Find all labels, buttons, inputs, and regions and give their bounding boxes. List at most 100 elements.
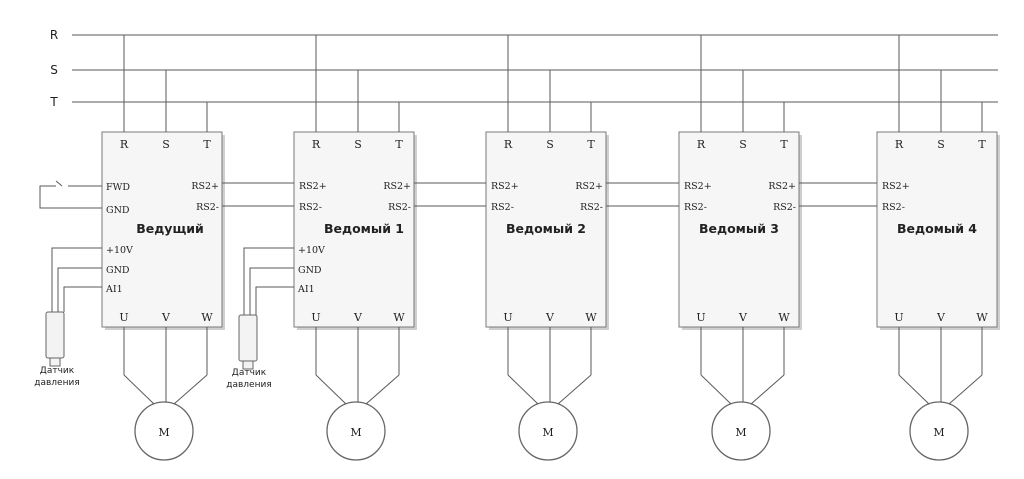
terminal-w: W <box>393 311 405 324</box>
terminal-s: S <box>546 138 554 151</box>
motor-label: M <box>735 426 746 439</box>
motor-label: M <box>542 426 553 439</box>
sensor-wire-gnd <box>57 267 102 312</box>
bus-label-t: T <box>49 95 58 109</box>
drive-title: Ведущий <box>136 221 204 236</box>
terminal-v: V <box>936 311 946 324</box>
gnd-wire <box>39 185 102 209</box>
pressure-sensor-slave-1 <box>238 314 258 370</box>
terminal-w: W <box>585 311 597 324</box>
terminal-w: W <box>976 311 988 324</box>
motor-wire-u <box>898 374 930 405</box>
drive-slave-1 <box>293 131 417 461</box>
terminal-rs2-plus: RS2+ <box>491 181 519 192</box>
terminal-fwd: FWD <box>106 182 130 193</box>
sensor-connector <box>242 360 254 370</box>
sensor-label-master: Датчик <box>40 366 75 376</box>
drive-title: Ведомый 3 <box>699 221 779 236</box>
pressure-sensor-master <box>45 311 65 367</box>
terminal-rs2-minus: RS2- <box>196 202 219 213</box>
motor-wire-u <box>123 374 155 405</box>
sensor-body <box>45 311 65 359</box>
terminal-rs2-plus: RS2+ <box>684 181 712 192</box>
motor-wire-w <box>750 374 785 405</box>
terminal-rs2-minus: RS2- <box>580 202 603 213</box>
drive-slave-3 <box>678 131 802 461</box>
sensor-label-master: давления <box>34 378 79 388</box>
terminal-t: T <box>395 138 403 151</box>
drive-box <box>485 131 607 328</box>
terminal-v: V <box>353 311 363 324</box>
sensor-wire-10v <box>243 247 294 315</box>
motor <box>518 401 578 461</box>
terminal-rs2-plus: RS2+ <box>191 181 219 192</box>
drive-slave-2 <box>485 131 609 461</box>
terminal-s: S <box>739 138 747 151</box>
drive-box <box>293 131 415 328</box>
terminal-rs2-minus: RS2- <box>773 202 796 213</box>
terminal-rs2-plus: RS2+ <box>768 181 796 192</box>
motor-label: M <box>350 426 361 439</box>
sensor-body <box>238 314 258 362</box>
terminal-10v: +10V <box>106 245 133 256</box>
motor-wire-w <box>948 374 983 405</box>
motor-label: M <box>933 426 944 439</box>
terminal-t: T <box>587 138 595 151</box>
motor-wire-u <box>700 374 732 405</box>
motor-wire-w <box>365 374 400 405</box>
drive-box <box>101 131 223 328</box>
terminal-gnd: GND <box>106 205 130 216</box>
terminal-10v: +10V <box>298 245 325 256</box>
motor-wire-u <box>315 374 347 405</box>
terminal-r: R <box>120 138 129 151</box>
sensor-wire-10v <box>51 247 102 312</box>
terminal-rs2-minus: RS2- <box>882 202 905 213</box>
terminal-rs2-minus: RS2- <box>299 202 322 213</box>
motor <box>909 401 969 461</box>
drive-title: Ведомый 1 <box>324 221 404 236</box>
motor <box>711 401 771 461</box>
sensor-label-slave-1: Датчик <box>232 368 267 378</box>
motor-wire-w <box>557 374 592 405</box>
terminal-u: U <box>119 311 128 324</box>
sensor-wire-gnd <box>249 267 294 315</box>
terminal-v: V <box>545 311 555 324</box>
terminal-rs2-minus: RS2- <box>388 202 411 213</box>
terminal-gnd: GND <box>298 265 322 276</box>
motor <box>134 401 194 461</box>
terminal-r: R <box>895 138 904 151</box>
sensor-wire-ai1 <box>63 286 102 312</box>
motor-label: M <box>158 426 169 439</box>
terminal-u: U <box>311 311 320 324</box>
bus-label-s: S <box>50 63 58 77</box>
drive-slave-4 <box>876 131 1000 461</box>
drive-title: Ведомый 2 <box>506 221 586 236</box>
terminal-rs2-plus: RS2+ <box>575 181 603 192</box>
bus-label-r: R <box>50 28 58 42</box>
motor-wire-w <box>173 374 208 405</box>
motor-wire-u <box>507 374 539 405</box>
terminal-u: U <box>696 311 705 324</box>
terminal-t: T <box>203 138 211 151</box>
fwd-switch <box>55 180 63 187</box>
terminal-s: S <box>354 138 362 151</box>
terminal-ai1: AI1 <box>105 284 123 295</box>
terminal-gnd: GND <box>106 265 130 276</box>
terminal-v: V <box>161 311 171 324</box>
drive-box <box>678 131 800 328</box>
terminal-w: W <box>778 311 790 324</box>
terminal-u: U <box>894 311 903 324</box>
terminal-rs2-plus: RS2+ <box>299 181 327 192</box>
terminal-rs2-plus: RS2+ <box>383 181 411 192</box>
drive-box <box>876 131 998 328</box>
terminal-rs2-minus: RS2- <box>684 202 707 213</box>
terminal-r: R <box>697 138 706 151</box>
terminal-ai1: AI1 <box>297 284 315 295</box>
motor <box>326 401 386 461</box>
terminal-s: S <box>937 138 945 151</box>
sensor-connector <box>49 357 61 367</box>
sensor-wire-ai1 <box>255 286 294 315</box>
terminal-v: V <box>738 311 748 324</box>
terminal-t: T <box>780 138 788 151</box>
